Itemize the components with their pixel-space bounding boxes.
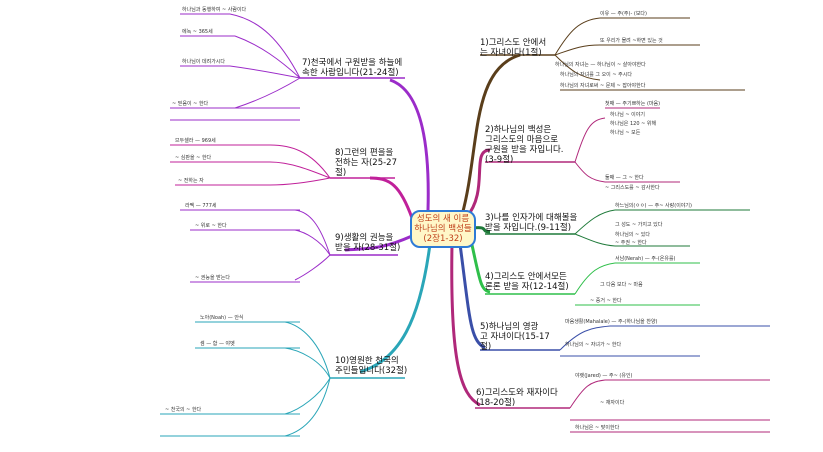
branch-4-label[interactable]: 4)그리스도 안에서모든 론론 받을 자(12-14절) [485, 272, 585, 292]
b1-detail-2[interactable]: 또 우리가 몰려 ~하면 있는 것 [600, 38, 663, 44]
branch-2-subtree [574, 107, 680, 183]
b9-detail-3[interactable]: ~ 권능을 받는다 [195, 275, 230, 281]
b4-detail-2[interactable]: 그 다음 보다 ~ 마음 [600, 282, 643, 288]
b7-detail-1[interactable]: 하나님과 동행하여 ~ 사람이다 [182, 7, 247, 13]
branch-9-connector [344, 234, 413, 252]
branch-2-label[interactable]: 2)하나님의 백성은 그리스도의 마음으로 구원을 받을 자입니다. (3-9절… [485, 125, 585, 165]
branch-6-label[interactable]: 6)그리스도와 재자이다 (18-20절) [476, 388, 576, 408]
branch-3-text: 3)나를 인자가에 대해볼을 받을 자입니다.(9-11절) [485, 213, 578, 233]
branch-6-connector [450, 243, 481, 407]
branch-7-connector [389, 78, 430, 211]
branch-10-subtree [160, 321, 331, 437]
branch-6-text: 6)그리스도와 재자이다 (18-20절) [476, 388, 558, 408]
branch-2-connector [464, 148, 491, 219]
b7-detail-4[interactable]: ~ 믿음이 ~ 한다 [172, 101, 209, 107]
b1-detail-1[interactable]: 이유 — 주(주)- (보다) [600, 11, 647, 17]
branch-1-label[interactable]: 1)그리스도 안에서 는 자녀이다(1절) [480, 38, 570, 58]
b8-detail-1[interactable]: 므두셀라 — 969세 [175, 138, 216, 144]
b3-detail-1[interactable]: 하느님의(ㅇㅇ) — 주~ 사랑(이야기) [615, 203, 692, 209]
b10-detail-3[interactable]: ~ 천국의 ~ 한다 [165, 407, 202, 413]
b8-detail-3[interactable]: ~ 전하는 자 [178, 178, 204, 184]
branch-10-text: 10)영원한 천국의 주민들입니다(32절) [335, 356, 408, 376]
branch-7-label[interactable]: 7)천국에서 구원받을 하늘에 속한 사람입니다(21-24절) [302, 58, 417, 78]
branch-5-subtree [559, 325, 770, 357]
branch-9-text: 9)생활의 권능을 받을 자(28-31절) [335, 233, 401, 253]
b5-detail-1[interactable]: 마음생활(Mahalale) — 주-(하나님을 찬양) [565, 319, 658, 325]
b7-detail-2[interactable]: 에녹 ~ 365세 [182, 29, 213, 35]
branch-8-text: 8)그런의 편을을 전하는 자(25-27 절) [335, 148, 397, 178]
b7-detail-3[interactable]: 하나님이 데려가시다 [182, 59, 225, 65]
branch-1-connector [460, 53, 521, 216]
branch-9-label[interactable]: 9)생활의 권능을 받을 자(28-31절) [335, 233, 405, 253]
b8-detail-2[interactable]: ~ 심판을 ~ 한다 [175, 155, 212, 161]
branch-5-connector [458, 243, 486, 350]
b4-detail-3[interactable]: ~ 증거 ~ 한다 [590, 298, 622, 304]
b2-detail-4[interactable]: 하나님 ~ 모든 [610, 130, 641, 136]
branch-4-text: 4)그리스도 안에서모든 론론 받을 자(12-14절) [485, 272, 569, 292]
central-topic-line1: 성도의 새 이름 [416, 214, 470, 224]
b1-detail-3[interactable]: 하나님의 자녀는 — 하나님이 ~ 살아야한다 [555, 62, 646, 68]
b3-detail-2[interactable]: 그 성도 ~ 가지고 있다 [615, 222, 663, 228]
b4-detail-1[interactable]: 서남(Nerah) — 주-(온유를) [615, 256, 676, 262]
b2-detail-3[interactable]: 하나님은 120 ~ 위해 [610, 121, 657, 127]
branch-7-text: 7)천국에서 구원받을 하늘에 속한 사람입니다(21-24절) [302, 58, 403, 78]
b3-detail-4[interactable]: ~ 주권 ~ 한다 [615, 240, 647, 246]
branch-7-subtree [170, 13, 301, 121]
branch-4-connector [468, 235, 491, 294]
b3-detail-3[interactable]: 하나님의 ~ 있다 [615, 232, 650, 238]
b6-detail-2[interactable]: ~ 재자이다 [600, 400, 625, 406]
b1-detail-4[interactable]: 하나님의 자녀를 그 오이 ~ 주시다 [560, 72, 632, 78]
b6-detail-3[interactable]: 하나님은 ~ 맞이한다 [575, 425, 620, 431]
branch-8-subtree [170, 144, 331, 186]
b2-detail-5[interactable]: 둘째 — 그 ~ 한다 [605, 175, 644, 181]
branch-3-subtree [574, 209, 750, 247]
b1-detail-5[interactable]: 하나님의 자녀로써 ~ 문제 ~ 잡아야한다 [560, 83, 646, 89]
b9-detail-1[interactable]: 라멕 — 777세 [185, 203, 217, 209]
central-topic-line3: (2장1-32) [423, 234, 463, 244]
branch-3-label[interactable]: 3)나를 인자가에 대해볼을 받을 자입니다.(9-11절) [485, 213, 585, 233]
central-topic-line2: 하나님의 백성들 [414, 224, 472, 234]
branch-2-text: 2)하나님의 백성은 그리스도의 마음으로 구원을 받을 자입니다. (3-9절… [485, 125, 564, 165]
b10-detail-2[interactable]: 셈 — 함 — 야벳 [200, 341, 235, 347]
central-topic[interactable]: 성도의 새 이름 하나님의 백성들 (2장1-32) [410, 210, 476, 248]
branch-10-label[interactable]: 10)영원한 천국의 주민들입니다(32절) [335, 356, 415, 376]
branch-10-connector [359, 243, 432, 374]
b2-detail-1[interactable]: 첫째 — 주기쁘하는 (마음) [605, 101, 661, 107]
branch-1-text: 1)그리스도 안에서 는 자녀이다(1절) [480, 38, 547, 58]
branch-8-label[interactable]: 8)그런의 편을을 전하는 자(25-27 절) [335, 148, 405, 178]
b9-detail-2[interactable]: ~ 위로 ~ 한다 [195, 223, 227, 229]
branch-5-label[interactable]: 5)하나님의 영광 고 자녀이다(15-17 절) [480, 322, 570, 352]
branch-4-subtree [574, 262, 700, 306]
b5-detail-2[interactable]: 하나님의 ~ 자녀가 ~ 한다 [565, 342, 622, 348]
b2-detail-2[interactable]: 하나님 ~ 이야기 [610, 112, 645, 118]
branch-5-text: 5)하나님의 영광 고 자녀이다(15-17 절) [480, 322, 550, 352]
b2-detail-6[interactable]: ~ 그리스도를 ~ 감사한다 [605, 185, 660, 191]
branch-9-subtree [180, 209, 331, 283]
b10-detail-1[interactable]: 노아(Noah) — 안식 [200, 315, 244, 321]
branch-6-subtree [569, 379, 770, 433]
branch-1-subtree [554, 17, 745, 91]
b6-detail-1[interactable]: 야렛(Jared) — 주~ (유인) [575, 373, 633, 379]
branch-8-connector [369, 176, 414, 219]
